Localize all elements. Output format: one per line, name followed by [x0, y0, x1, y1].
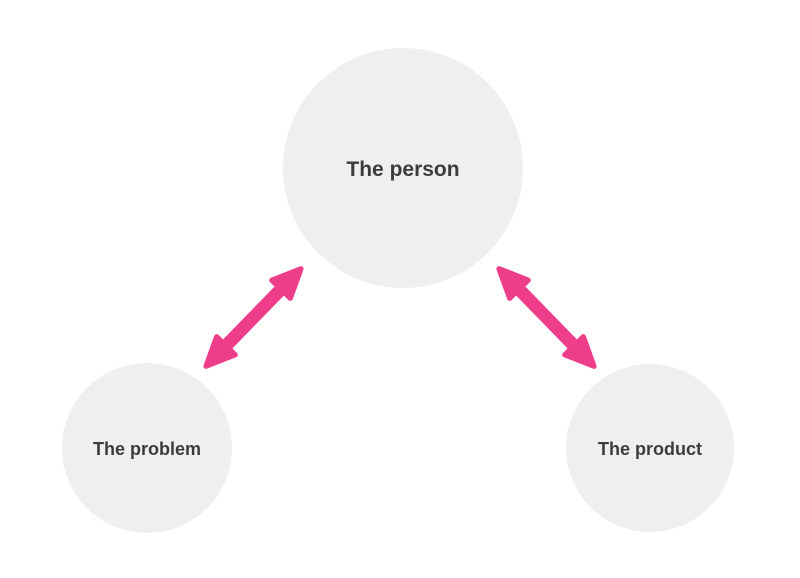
node-product-label: The product — [598, 439, 702, 459]
node-person-circle — [283, 48, 523, 288]
arrow-person-product — [496, 266, 597, 369]
node-product-circle — [566, 364, 734, 532]
node-problem-circle — [62, 363, 232, 533]
node-problem-label: The problem — [93, 439, 201, 459]
node-person-label: The person — [346, 158, 459, 181]
arrow-person-problem — [203, 266, 304, 369]
